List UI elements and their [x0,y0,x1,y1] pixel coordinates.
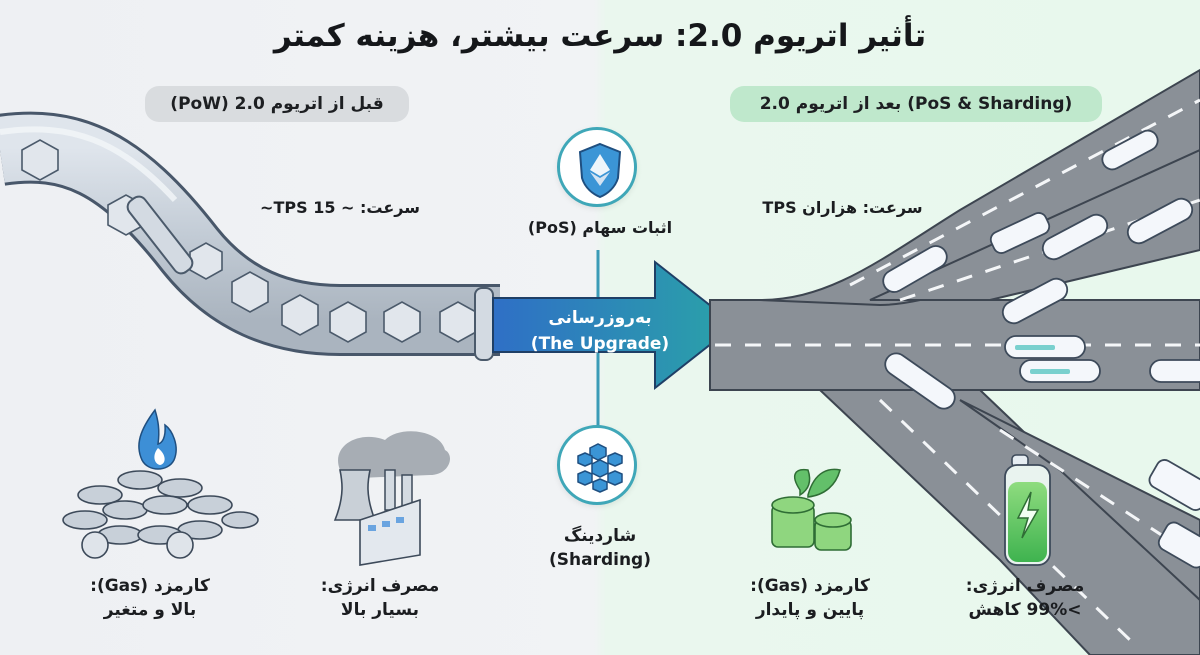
page-title: تأثیر اتریوم 2.0: سرعت بیشتر، هزینه کمتر [273,18,927,54]
before-gas-title: کارمزد (Gas): [90,576,210,596]
upgrade-label-en: (The Upgrade) [530,334,670,354]
green-coins-icon [771,468,852,551]
after-energy-value: >99% کاهش [968,600,1082,620]
after-speed-label: سرعت: هزاران TPS [762,198,923,217]
factory-icon [333,431,450,566]
sharding-label-fa: شاردینگ [563,526,637,546]
after-energy-title: مصرف انرژی: [965,576,1085,596]
flaming-coins-icon [62,408,259,559]
after-header: (PoS & Sharding) بعد از اتریوم 2.0 [730,86,1102,122]
before-energy-caption: مصرف انرژی: بسیار بالا [300,574,460,622]
upgrade-arrow-label: به‌روزرسانی (The Upgrade) [500,305,700,357]
after-gas-title: کارمزد (Gas): [750,576,870,596]
ethereum-shield-icon [578,142,622,199]
after-gas-caption: کارمزد (Gas): پایین و پایدار [725,574,895,622]
upgrade-arrow [492,259,737,391]
before-energy-value: بسیار بالا [340,600,420,620]
before-gas-value: بالا و متغیر [103,600,197,620]
highway-graphic [709,68,1200,655]
sharding-label-en: (Sharding) [548,550,652,570]
shard-cubes-icon [577,443,623,493]
pos-label: اثبات سهام (PoS) [527,218,673,237]
sharding-label: شاردینگ (Sharding) [530,524,670,572]
before-speed-label: سرعت: ~ 15 TPS~ [260,198,420,217]
before-gas-caption: کارمزد (Gas): بالا و متغیر [60,574,240,622]
upgrade-label-fa: به‌روزرسانی [548,308,652,328]
pos-badge [557,127,637,207]
before-header: قبل از اتریوم 2.0 (PoW) [145,86,409,122]
after-energy-caption: مصرف انرژی: >99% کاهش [955,574,1095,622]
pipeline-graphic [0,111,500,361]
before-energy-title: مصرف انرژی: [320,576,440,596]
battery-icon [1004,454,1051,566]
after-gas-value: پایین و پایدار [755,600,865,620]
sharding-badge [557,425,637,505]
